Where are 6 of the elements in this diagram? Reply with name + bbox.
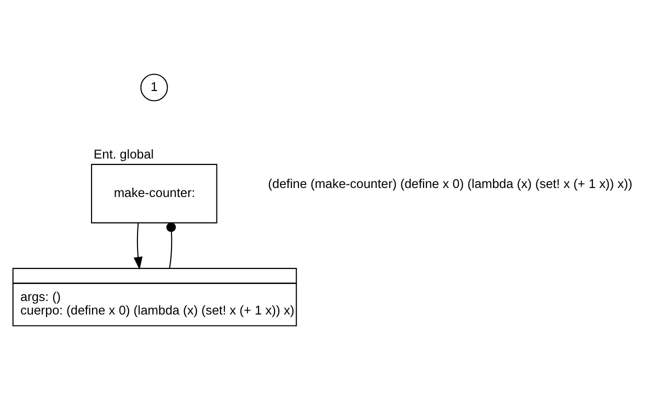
arrow bbox=[134, 223, 142, 270]
node-box: make-counter: bbox=[91, 164, 218, 224]
connector bbox=[166, 222, 176, 268]
node-circle: 1 bbox=[140, 74, 168, 102]
label: (define (make-counter) (define x 0) (lambda (x) (set! x (+ 1 x)) x)) bbox=[268, 176, 632, 191]
node-label: Ent. global bbox=[94, 146, 154, 162]
